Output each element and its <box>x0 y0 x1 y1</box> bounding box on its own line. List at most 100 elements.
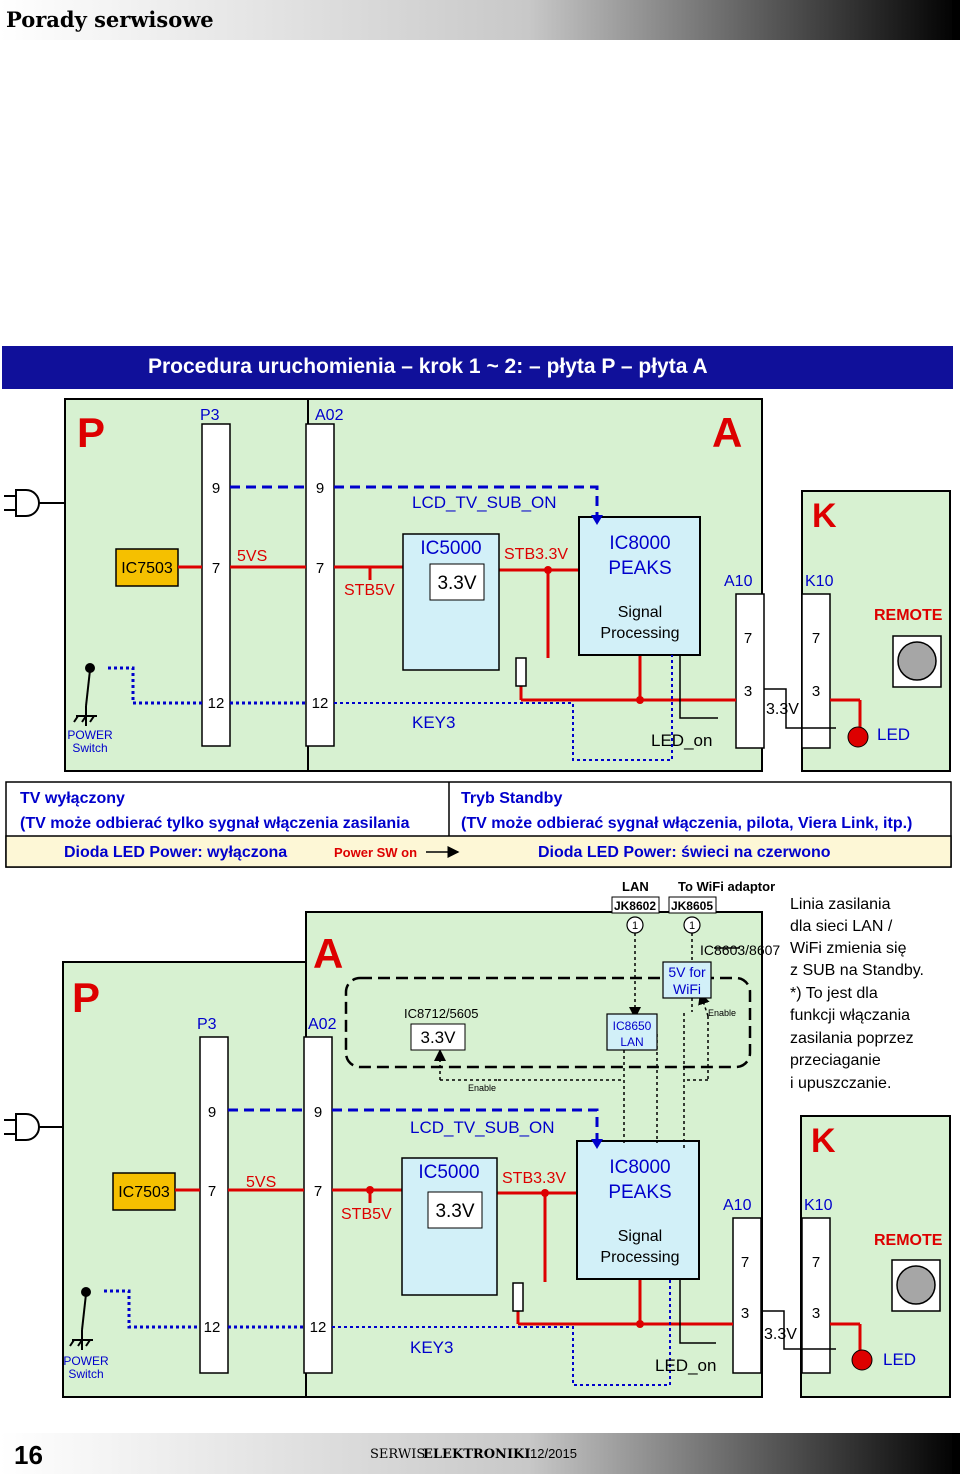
jack-pin-1: 1 <box>632 920 638 932</box>
ic8000-desc: Signal <box>618 1228 662 1245</box>
pin-7: 7 <box>314 1183 322 1200</box>
note-line: funkcji włączania <box>790 1007 910 1024</box>
jack-pin-1: 1 <box>689 920 695 932</box>
power-switch-label: POWER <box>63 1354 109 1368</box>
note-line: z SUB na Standby. <box>790 962 924 979</box>
status-left-desc: (TV może odbierać tylko sygnał włączenia… <box>20 815 410 832</box>
enable-label: Enable <box>708 1008 736 1018</box>
signal-led-on: LED_on <box>655 1356 716 1375</box>
ic8000-label: IC8000 <box>609 1157 670 1178</box>
diagram-standby-procedure-2: P A K P3 A02 A10 K10 9 9 7 7 12 12 7 7 3… <box>4 879 951 1398</box>
board-p-label: P <box>72 974 100 1021</box>
signal-stb5v: STB5V <box>341 1206 392 1223</box>
k10-label: K10 <box>804 1197 833 1214</box>
pin-3: 3 <box>744 683 752 700</box>
power-lines <box>178 565 862 735</box>
pin-3: 3 <box>812 683 820 700</box>
power-plug-icon <box>4 1113 63 1141</box>
connector-a02 <box>305 423 335 747</box>
voltage-33v: 3.3V <box>764 1326 797 1343</box>
signal-led-on: LED_on <box>651 731 712 750</box>
ic8000-block <box>578 516 701 656</box>
jk8605-label: JK8605 <box>671 899 713 913</box>
connector-a02 <box>303 1036 333 1374</box>
pin-12: 12 <box>312 695 329 712</box>
pin-7: 7 <box>812 630 820 647</box>
jk8602-label: JK8602 <box>614 899 656 913</box>
pin-3: 3 <box>812 1305 820 1322</box>
ic8000-label: IC8000 <box>609 533 670 554</box>
note-line: zasilania poprzez <box>790 1030 914 1047</box>
led-icon <box>847 726 869 748</box>
k10-label: K10 <box>805 573 834 590</box>
signal-lcd-tv-sub-on: LCD_TV_SUB_ON <box>410 1118 555 1137</box>
led-label: LED <box>883 1350 916 1369</box>
pin-9: 9 <box>316 480 324 497</box>
board-k-label: K <box>812 497 837 535</box>
a02-label: A02 <box>308 1016 337 1033</box>
ic8000-block <box>576 1140 700 1280</box>
footer-bar <box>0 1433 960 1474</box>
remote-label: REMOTE <box>874 1232 943 1249</box>
board-p-label: P <box>77 409 105 456</box>
pin-7: 7 <box>741 1254 749 1271</box>
ic5000-label: IC5000 <box>420 538 481 559</box>
pin-9: 9 <box>208 1104 216 1121</box>
resistor-icon <box>512 1282 524 1312</box>
ic7503-chip <box>115 548 179 587</box>
signal-lcd-tv-sub-on: LCD_TV_SUB_ON <box>412 493 557 512</box>
ic8650-block <box>606 1013 658 1051</box>
power-switch-label: POWER <box>67 728 113 742</box>
note-line: WiFi zmienia się <box>790 940 907 957</box>
note-line: *) To jest dla <box>790 985 878 1002</box>
header-bar <box>0 0 960 40</box>
pin-7: 7 <box>316 560 324 577</box>
note-line: przeciaganie <box>790 1052 881 1069</box>
ic8650-label: LAN <box>620 1035 643 1049</box>
a02-label: A02 <box>315 407 344 424</box>
enable-label: Enable <box>468 1083 496 1093</box>
header-title: Porady serwisowe <box>6 7 214 32</box>
a10-label: A10 <box>724 573 753 590</box>
power-switch-label: Switch <box>72 741 107 755</box>
connector-p3 <box>201 423 231 747</box>
signal-stb33: STB3.3V <box>502 1170 566 1187</box>
status-left-title: TV wyłączony <box>20 790 125 807</box>
status-led-off: Dioda LED Power: wyłączona <box>64 844 287 861</box>
ic8603-label: IC8603/8607 <box>700 942 780 958</box>
pin-7: 7 <box>208 1183 216 1200</box>
note: Linia zasilania dla sieci LAN / WiFi zmi… <box>790 896 924 1092</box>
ic8000-desc: Processing <box>600 1249 679 1266</box>
wifi-power-label: WiFi <box>673 981 701 997</box>
status-led-row <box>5 835 952 868</box>
pin-9: 9 <box>314 1104 322 1121</box>
power-switch-icon <box>69 1287 93 1350</box>
ic5000-block <box>402 533 500 671</box>
power-plug-icon <box>4 489 65 517</box>
pin-3: 3 <box>741 1305 749 1322</box>
ic8650-label: IC8650 <box>613 1019 652 1033</box>
ic5000-voltage: 3.3V <box>437 573 476 594</box>
pin-7: 7 <box>212 560 220 577</box>
banner-title: Procedura uruchomienia – krok 1 ~ 2: – p… <box>148 355 708 378</box>
wifi-power-block <box>662 961 712 999</box>
status-band: TV wyłączony (TV może odbierać tylko syg… <box>5 781 952 868</box>
signal-stb33: STB3.3V <box>504 546 568 563</box>
ic8712-label: IC8712/5605 <box>404 1006 478 1021</box>
signal-stb5v: STB5V <box>344 582 395 599</box>
status-led-on: Dioda LED Power: świeci na czerwono <box>538 844 831 861</box>
board-a-label: A <box>712 409 742 456</box>
a10-label: A10 <box>723 1197 752 1214</box>
ic7503-label: IC7503 <box>118 1184 170 1201</box>
ic8000-name: PEAKS <box>608 1182 671 1203</box>
connector-a10 <box>732 1217 762 1374</box>
pin-7: 7 <box>744 630 752 647</box>
connector-p3 <box>199 1036 229 1374</box>
p3-label: P3 <box>197 1016 217 1033</box>
signal-key3: KEY3 <box>412 713 455 732</box>
led-icon <box>851 1349 873 1371</box>
note-line: Linia zasilania <box>790 896 891 913</box>
note-line: i upuszczanie. <box>790 1075 891 1092</box>
ic8000-desc: Signal <box>618 604 662 621</box>
